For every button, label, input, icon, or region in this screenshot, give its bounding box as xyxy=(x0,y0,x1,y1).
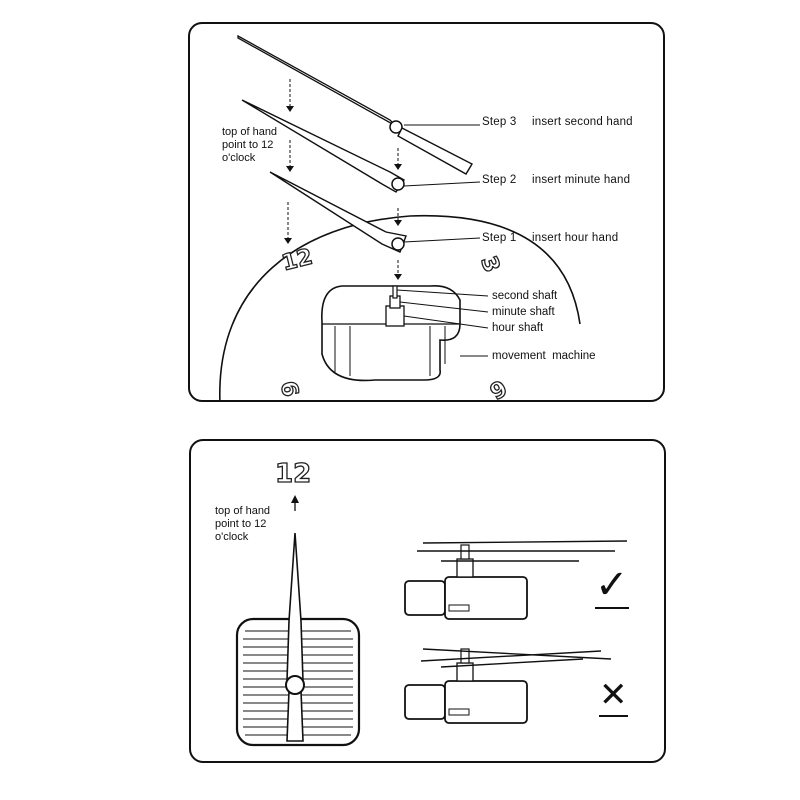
align-arrow-head xyxy=(291,495,299,503)
step-3-text: insert second hand xyxy=(532,116,633,128)
correct-side-view xyxy=(404,540,628,620)
step-2-number: Step 2 xyxy=(482,174,517,186)
second-hand-tail xyxy=(397,127,473,175)
second-hand-hub xyxy=(389,120,403,134)
bottom-12-label: 12 xyxy=(274,458,312,489)
assembly-drawing xyxy=(219,34,581,400)
minute-hand-hub xyxy=(391,177,405,191)
wrong-x-icon: ✕ xyxy=(599,675,628,717)
hour-shaft xyxy=(385,305,405,327)
clock-face-outline xyxy=(219,214,581,400)
arrow-heads xyxy=(284,106,402,280)
top-hand-note: top of hand point to 12 o'clock xyxy=(222,126,278,164)
vertical-hand-tail xyxy=(286,690,304,742)
step-1-text: insert hour hand xyxy=(532,232,619,244)
hour-shaft-label: hour shaft xyxy=(492,322,544,334)
part-leader-lines xyxy=(396,289,489,357)
vertical-hand-hub xyxy=(285,675,305,695)
step-3-number: Step 3 xyxy=(482,116,517,128)
wrong-side-view xyxy=(404,648,612,724)
assembly-steps-panel: top of hand point to 12 o'clock Step 3 i… xyxy=(188,22,665,402)
movement-ribs xyxy=(334,326,446,376)
alignment-drawing xyxy=(235,495,628,747)
second-shaft xyxy=(392,285,398,299)
step-1-number: Step 1 xyxy=(482,232,517,244)
step-leader-lines xyxy=(403,124,481,243)
alignment-panel: 12 top of hand point to 12 o'clock ✓ ✕ xyxy=(189,439,666,763)
vertical-hand xyxy=(286,532,304,682)
correct-check-icon: ✓ xyxy=(595,562,629,609)
second-shaft-label: second shaft xyxy=(492,290,558,302)
hour-hand-hub xyxy=(391,237,405,251)
minute-shaft-label: minute shaft xyxy=(492,306,555,318)
bottom-hand-note: top of hand point to 12 o'clock xyxy=(215,505,271,543)
movement-machine-label: movement machine xyxy=(492,350,596,362)
insert-arrows xyxy=(287,79,399,274)
step-2-text: insert minute hand xyxy=(532,174,631,186)
movement-machine xyxy=(321,284,461,382)
